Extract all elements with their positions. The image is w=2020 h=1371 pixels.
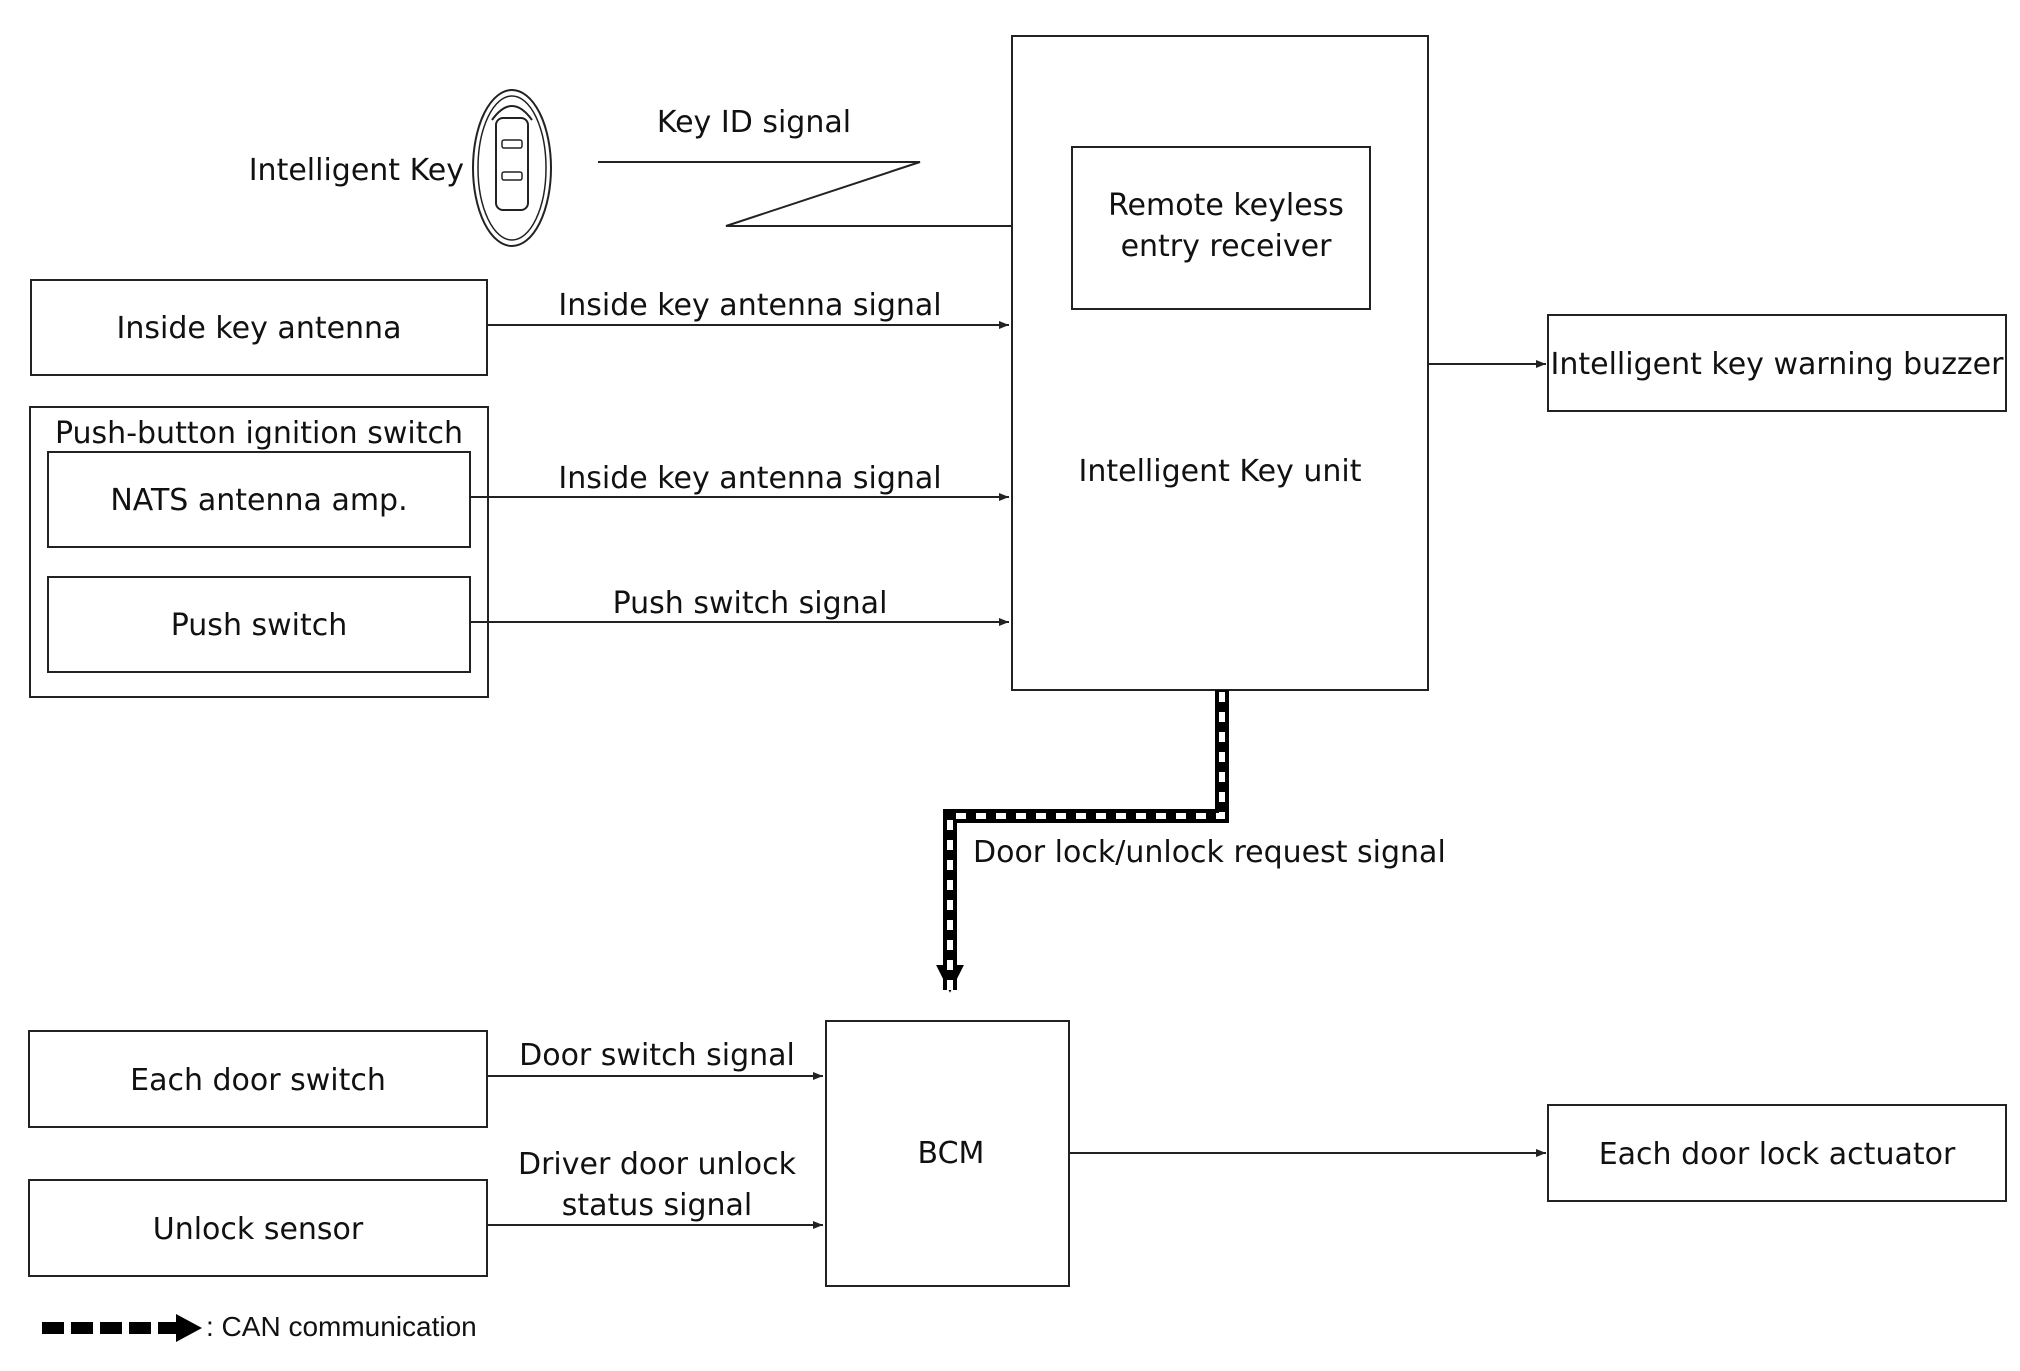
remote-keyless-label-line1: Remote keyless — [1108, 188, 1344, 223]
push-button-ignition-switch-label: Push-button ignition switch — [55, 416, 463, 451]
intelligent-key-label: Intelligent Key — [249, 153, 464, 188]
bcm-label: BCM — [918, 1136, 985, 1171]
driver-unlock-signal-label-line2: status signal — [562, 1188, 752, 1223]
key-id-signal-line — [598, 161, 1068, 230]
remote-keyless-entry-receiver-box — [1071, 146, 1371, 310]
warning-buzzer-label: Intelligent key warning buzzer — [1551, 347, 2005, 382]
bcm-box — [825, 1020, 1070, 1287]
push-switch-box — [47, 576, 471, 673]
inside-antenna-signal-label-2: Inside key antenna signal — [558, 461, 941, 496]
key-id-signal-label: Key ID signal — [657, 105, 851, 140]
remote-keyless-label-line2: entry receiver — [1121, 229, 1332, 264]
intelligent-key-unit-label: Intelligent Key unit — [1079, 454, 1362, 489]
driver-unlock-signal-label-line1: Driver door unlock — [518, 1147, 797, 1182]
each-door-switch-label: Each door switch — [130, 1063, 386, 1098]
push-switch-signal-label: Push switch signal — [613, 586, 888, 621]
inside-antenna-signal-label-1: Inside key antenna signal — [558, 288, 941, 323]
door-lock-request-signal-label: Door lock/unlock request signal — [973, 835, 1446, 870]
inside-key-antenna-box — [30, 279, 488, 376]
door-lock-actuator-label: Each door lock actuator — [1599, 1137, 1956, 1172]
door-switch-signal-label: Door switch signal — [519, 1038, 795, 1073]
intelligent-key-unit-box — [1011, 35, 1429, 691]
unlock-sensor-box — [28, 1179, 488, 1277]
nats-antenna-amp-label: NATS antenna amp. — [110, 483, 407, 518]
push-switch-label: Push switch — [171, 608, 348, 643]
each-door-switch-box — [28, 1030, 488, 1128]
unlock-sensor-label: Unlock sensor — [153, 1212, 364, 1247]
inside-key-antenna-label: Inside key antenna — [117, 311, 402, 346]
can-legend-icon — [42, 1314, 202, 1342]
warning-buzzer-box — [1547, 314, 2007, 412]
nats-antenna-amp-box — [47, 451, 471, 548]
door-lock-actuator-box — [1547, 1104, 2007, 1202]
can-legend-label: : CAN communication — [206, 1311, 477, 1342]
can-communication-line — [936, 690, 1229, 993]
intelligent-key-fob-icon — [472, 89, 552, 247]
